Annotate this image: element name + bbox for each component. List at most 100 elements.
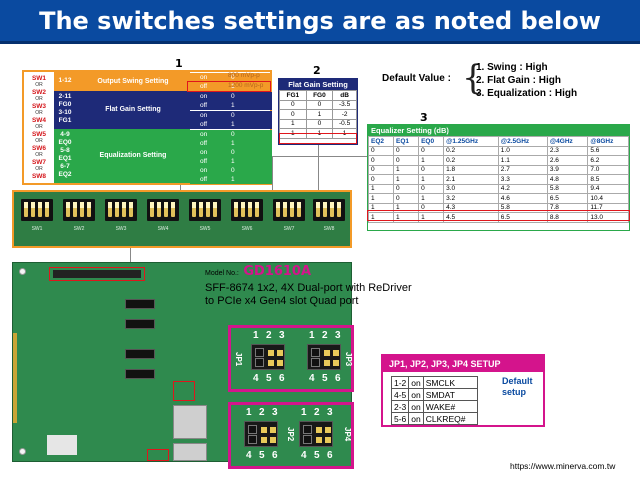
jumper-header: [244, 421, 278, 447]
function-code: FG0: [58, 101, 72, 108]
pcie-edge: [13, 333, 17, 423]
function-code: FG1: [58, 117, 72, 124]
model-description: SFF-8674 1x2, 4X Dual-port with ReDriver…: [205, 282, 412, 308]
jumper-closeup-bottom: 1 2 3 1 2 3 4 5 6 4 5 6 JP2 JP4: [228, 402, 354, 469]
jumper-label: JP3: [344, 352, 353, 367]
column-header: @1.25GHz: [443, 136, 499, 147]
dip-switch: [21, 199, 53, 221]
switch-label: SW6: [31, 145, 47, 152]
dip-switch: [105, 199, 137, 221]
function-code: EQ2: [58, 171, 72, 178]
column-header: @2.5GHz: [497, 136, 548, 147]
model-code: GD1610A: [243, 264, 312, 279]
or-label: OR: [35, 138, 43, 144]
jumper-header: [251, 344, 285, 370]
function-code: EQ0: [58, 139, 72, 146]
or-label: OR: [35, 82, 43, 88]
column-header: EQ1: [393, 136, 420, 147]
connector-line: [130, 248, 131, 262]
dip-label: SW2: [73, 226, 85, 232]
function-cell: 4-9 EQ0 5-8 EQ1 6-7 EQ2: [54, 129, 76, 183]
default-item: 1. Swing : High: [476, 62, 548, 73]
mount-hole: [19, 268, 26, 275]
description-line: SFF-8674 1x2, 4X Dual-port with ReDriver: [205, 282, 412, 294]
default-setup-note: Default setup: [502, 376, 533, 397]
redriver-chip: [125, 369, 155, 379]
model-label: Model No.:: [205, 270, 239, 277]
or-label: OR: [35, 166, 43, 172]
function-pin: 4-9: [60, 131, 70, 138]
default-value-list: 1. Swing : High 2. Flat Gain : High 3. E…: [476, 61, 577, 100]
equalizer-table: Equalizer Setting (dB) EQ2 EQ1 EQ0 @1.25…: [367, 124, 630, 231]
jumper-header: [299, 421, 333, 447]
table-title: Flat Gain Setting: [279, 79, 357, 90]
group-description: Flat Gain Setting: [76, 91, 190, 129]
default-value-label: Default Value :: [382, 73, 451, 84]
jumper-highlight: [173, 381, 195, 401]
website-url: https://www.minerva.com.tw: [510, 461, 616, 471]
dip-switch-photo: SW1 SW2 SW3 SW4 SW5 SW6 SW7 SW8: [12, 190, 352, 248]
or-label: OR: [35, 96, 43, 102]
connector-line: [318, 145, 319, 190]
default-item: 3. Equalization : High: [476, 88, 578, 99]
dip-switch: [231, 199, 263, 221]
swing-value: 800 mVp-p: [228, 72, 260, 79]
dip-label: SW1: [31, 226, 43, 232]
dip-switch-row: [53, 270, 141, 278]
column-header: FG1: [279, 90, 307, 101]
jumper-label: JP1: [234, 352, 243, 367]
model-info: Model No.: GD1610A SFF-8674 1x2, 4X Dual…: [205, 262, 412, 308]
dip-switch: [273, 199, 305, 221]
dip-switch: [313, 199, 345, 221]
section-number-3: 3: [420, 111, 428, 124]
column-header: dB: [332, 90, 357, 101]
function-code: EQ1: [58, 155, 72, 162]
function-pin: 5-8: [60, 147, 70, 154]
group-description: Equalization Setting: [76, 129, 190, 183]
default-item: 2. Flat Gain : High: [476, 75, 562, 86]
group-description: Output Swing Setting: [76, 72, 190, 91]
switch-label: SW3: [31, 103, 47, 110]
redriver-chip: [125, 319, 155, 329]
function-pin: 6-7: [60, 163, 70, 170]
jumper-label: JP4: [343, 427, 352, 442]
sff-8674-connector: [173, 405, 207, 439]
dip-switch: [147, 199, 179, 221]
dip-label: SW4: [157, 226, 169, 232]
redriver-chip: [125, 299, 155, 309]
function-cell: 1-12: [54, 72, 76, 91]
dip-switch: [63, 199, 95, 221]
equalizer-grid: EQ2 EQ1 EQ0 @1.25GHz @2.5GHz @4GHz @8GHz…: [367, 136, 629, 223]
table-title: JP1, JP2, JP3, JP4 SETUP: [383, 356, 543, 372]
switch-label: SW4: [31, 117, 47, 124]
jumper-label: JP2: [286, 427, 295, 442]
column-header: @8GHz: [587, 136, 629, 147]
dip-label: SW6: [241, 226, 253, 232]
switch-label: SW2: [31, 89, 47, 96]
column-header: FG0: [305, 90, 334, 101]
switch-label: SW7: [31, 159, 47, 166]
column-header: EQ2: [367, 136, 395, 147]
or-label: OR: [35, 152, 43, 158]
